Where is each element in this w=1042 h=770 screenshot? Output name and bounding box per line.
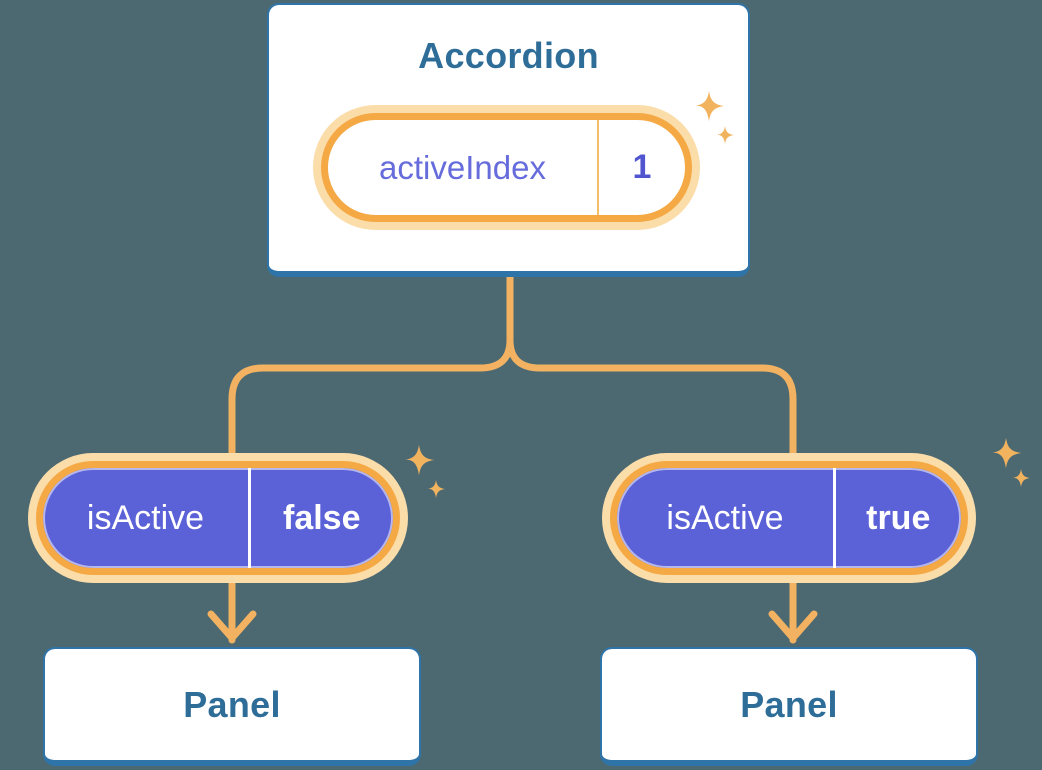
panel-card-left: Panel [43, 647, 421, 766]
panel-card-right: Panel [600, 647, 978, 766]
state-pill-body: activeIndex 1 [321, 113, 692, 222]
sparkle-icon [1012, 469, 1030, 487]
prop-pill-true: isActive true [602, 453, 976, 583]
sparkle-icon [990, 437, 1022, 469]
prop-pill-value-section: true [836, 468, 962, 568]
state-pill-label-section: activeIndex [328, 120, 597, 215]
prop-pill-value-section: false [251, 468, 394, 568]
state-pill-label: activeIndex [379, 148, 546, 186]
pill-divider [833, 468, 836, 568]
prop-pill-label-section: isActive [43, 468, 248, 568]
sparkle-icon [693, 90, 725, 122]
accordion-card: Accordion activeIndex 1 [267, 3, 750, 277]
prop-pill-label: isActive [666, 498, 784, 537]
accordion-title: Accordion [418, 35, 599, 76]
arrowhead-down-icon [768, 610, 818, 642]
pill-divider [597, 120, 599, 215]
state-pill: activeIndex 1 [313, 105, 700, 230]
pill-divider [248, 468, 251, 568]
sparkle-icon [403, 444, 435, 476]
state-pill-value: 1 [632, 148, 652, 186]
prop-pill-label: isActive [86, 498, 205, 537]
prop-pill-body: isActive true [610, 461, 968, 575]
state-pill-value-section: 1 [599, 120, 685, 215]
prop-pill-value: false [283, 498, 361, 537]
prop-pill-value: true [866, 498, 931, 537]
prop-pill-label-section: isActive [617, 468, 833, 568]
prop-pill-body: isActive false [36, 461, 400, 575]
sparkle-icon [716, 126, 734, 144]
arrowhead-down-icon [207, 610, 257, 642]
panel-title: Panel [183, 683, 281, 725]
panel-title: Panel [740, 683, 838, 725]
prop-pill-false: isActive false [28, 453, 408, 583]
sparkle-icon [427, 480, 445, 498]
connector-right-branch [506, 268, 797, 644]
